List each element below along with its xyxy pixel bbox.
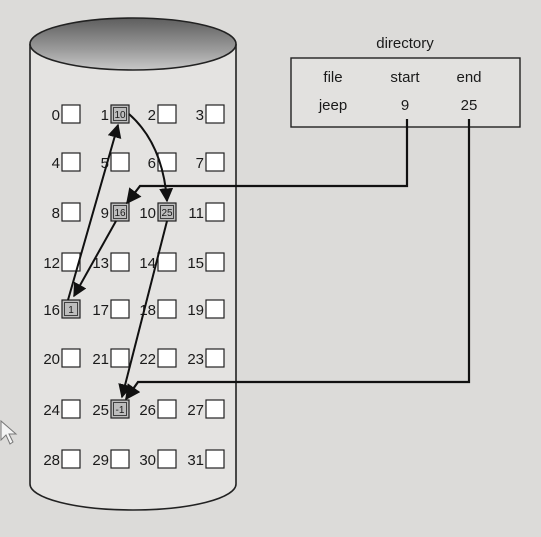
- block-number-0: 0: [52, 107, 60, 124]
- block-8: [61, 202, 81, 222]
- block-25: [110, 399, 130, 419]
- block-number-4: 4: [52, 155, 60, 172]
- block-16-inner-border: [64, 302, 78, 316]
- block-5: [110, 152, 130, 172]
- block-29: [110, 449, 130, 469]
- start-pointer-line: [126, 119, 409, 205]
- block-28: [61, 449, 81, 469]
- block-number-16: 16: [43, 302, 60, 319]
- block-number-30: 30: [139, 452, 156, 469]
- disk-top-cap: [29, 17, 237, 71]
- directory-title: directory: [376, 35, 434, 52]
- block-number-5: 5: [101, 155, 109, 172]
- block-12: [61, 252, 81, 272]
- directory-row-end: 25: [461, 97, 478, 114]
- block-16: [61, 299, 81, 319]
- block-10-inner-border: [160, 205, 174, 219]
- block-number-20: 20: [43, 351, 60, 368]
- block-number-6: 6: [148, 155, 156, 172]
- end-pointer-line: [125, 119, 471, 401]
- block-number-2: 2: [148, 107, 156, 124]
- block-15: [205, 252, 225, 272]
- block-number-24: 24: [43, 402, 60, 419]
- block-0: [61, 104, 81, 124]
- directory: directory file start end jeep 9 25: [290, 35, 521, 128]
- block-number-8: 8: [52, 205, 60, 222]
- directory-row-start: 9: [401, 97, 409, 114]
- block-6: [157, 152, 177, 172]
- block-13: [110, 252, 130, 272]
- block-4: [61, 152, 81, 172]
- block-19: [205, 299, 225, 319]
- block-24: [61, 399, 81, 419]
- disk-cylinder: [29, 17, 237, 511]
- block-number-17: 17: [92, 302, 109, 319]
- block-9-pointer: 16: [114, 208, 126, 219]
- block-number-28: 28: [43, 452, 60, 469]
- block-number-13: 13: [92, 255, 109, 272]
- block-1-pointer: 10: [114, 110, 126, 121]
- directory-header-end: end: [456, 69, 481, 86]
- block-number-1: 1: [101, 107, 109, 124]
- block-number-14: 14: [139, 255, 156, 272]
- block-9-inner-border: [113, 205, 127, 219]
- directory-table: [290, 57, 521, 128]
- block-number-7: 7: [196, 155, 204, 172]
- block-17: [110, 299, 130, 319]
- block-number-22: 22: [139, 351, 156, 368]
- block-10-pointer: 25: [161, 208, 173, 219]
- block-25-pointer: -1: [116, 405, 125, 416]
- block-22: [157, 348, 177, 368]
- block-9: [110, 202, 130, 222]
- block-30: [157, 449, 177, 469]
- block-number-26: 26: [139, 402, 156, 419]
- block-number-31: 31: [187, 452, 204, 469]
- block-20: [61, 348, 81, 368]
- chain-arrow-16-1: [67, 123, 122, 301]
- block-number-19: 19: [187, 302, 204, 319]
- directory-pointers: [125, 119, 471, 401]
- block-14: [157, 252, 177, 272]
- block-number-23: 23: [187, 351, 204, 368]
- block-25-inner-border: [113, 402, 127, 416]
- block-31: [205, 449, 225, 469]
- block-16-pointer: 1: [68, 305, 74, 316]
- block-number-9: 9: [101, 205, 109, 222]
- directory-header-file: file: [323, 69, 342, 86]
- chain-arrow-1-10: [128, 113, 174, 203]
- block-number-25: 25: [92, 402, 109, 419]
- block-27: [205, 399, 225, 419]
- block-1-inner-border: [113, 107, 127, 121]
- block-26: [157, 399, 177, 419]
- block-18: [157, 299, 177, 319]
- block-3: [205, 104, 225, 124]
- block-number-3: 3: [196, 107, 204, 124]
- block-number-11: 11: [188, 205, 204, 222]
- block-11: [205, 202, 225, 222]
- mouse-cursor-icon: [0, 419, 18, 445]
- block-number-10: 10: [139, 205, 156, 222]
- block-2: [157, 104, 177, 124]
- chain-arrows: [67, 113, 174, 399]
- block-number-15: 15: [187, 255, 204, 272]
- disk-body: [29, 44, 237, 511]
- chain-arrow-9-16: [73, 220, 117, 298]
- block-number-12: 12: [43, 255, 60, 272]
- block-number-21: 21: [92, 351, 109, 368]
- block-number-29: 29: [92, 452, 109, 469]
- block-21: [110, 348, 130, 368]
- chain-arrow-10-25: [118, 220, 168, 399]
- directory-header-start: start: [390, 69, 420, 86]
- block-7: [205, 152, 225, 172]
- block-23: [205, 348, 225, 368]
- block-number-27: 27: [187, 402, 204, 419]
- directory-row-file: jeep: [318, 97, 347, 114]
